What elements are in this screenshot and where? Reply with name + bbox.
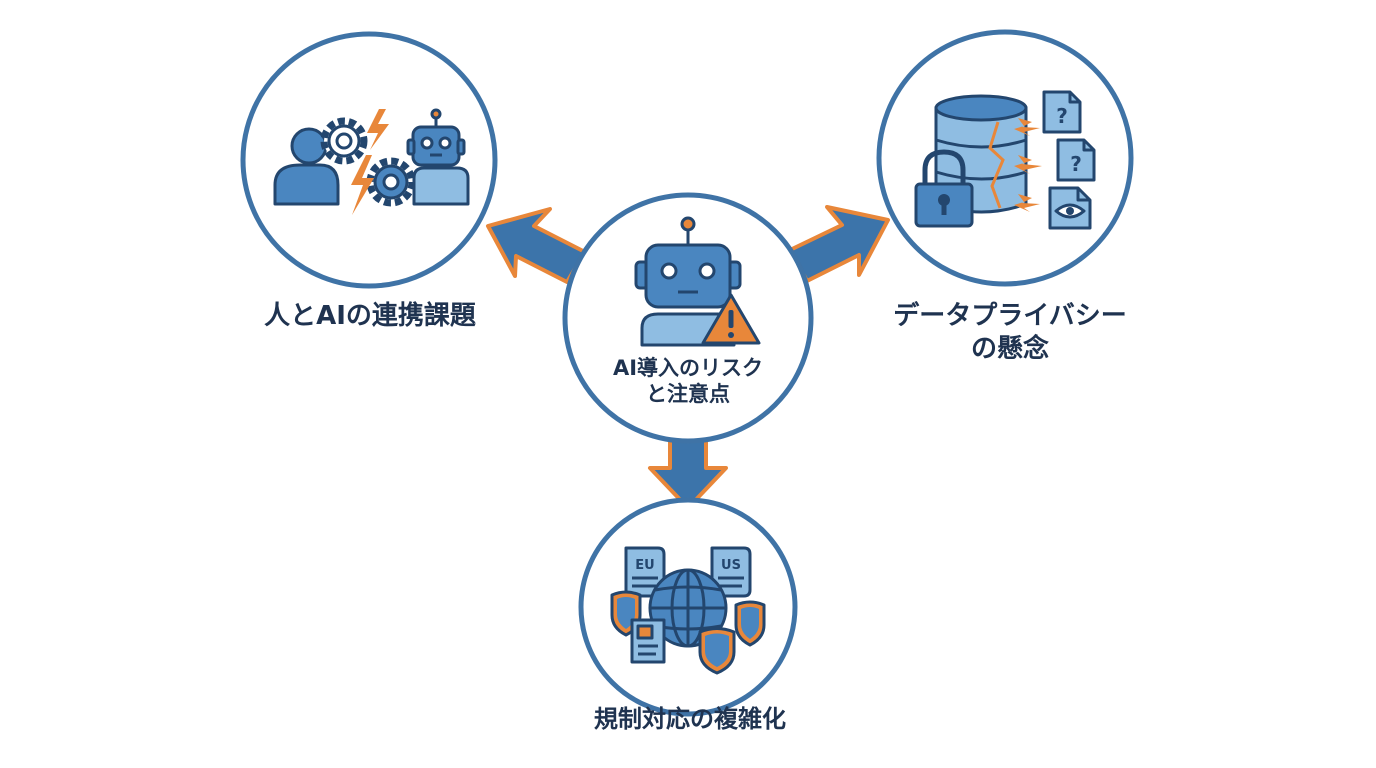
warning-icon	[701, 293, 761, 345]
shield-icon	[698, 627, 736, 675]
center-title-line2: と注意点	[646, 382, 730, 407]
bottom-title: 規制対応の複雑化	[520, 704, 860, 734]
lock-icon	[914, 149, 974, 228]
eye-document-icon	[1048, 186, 1092, 230]
robot-icon	[406, 108, 470, 206]
right-title-line1: データプライバシー	[893, 301, 1127, 331]
svg-text:?: ?	[1056, 104, 1068, 128]
bottom-title-text: 規制対応の複雑化	[594, 705, 786, 733]
question-document-icon: ?	[1042, 90, 1082, 134]
right-title-line2: の懸念	[970, 333, 1049, 364]
document-icon: US	[710, 546, 752, 598]
document-icon	[630, 618, 666, 664]
doc-label-eu: EU	[635, 558, 654, 573]
arrow-to-right	[788, 205, 890, 283]
question-document-icon: ?	[1056, 138, 1096, 182]
lightning-icon	[351, 109, 389, 215]
center-title: AI導入のリスク と注意点	[588, 355, 788, 408]
left-title: 人とAIの連携課題	[200, 300, 540, 333]
doc-label-us: US	[721, 558, 741, 573]
arrow-to-bottom	[648, 438, 728, 510]
arrow-to-left	[486, 207, 587, 284]
svg-text:?: ?	[1070, 152, 1082, 176]
gear-icon	[320, 117, 368, 165]
shield-icon	[734, 600, 766, 647]
document-icon: EU	[624, 546, 666, 598]
right-title: データプライバシー の懸念	[830, 300, 1190, 365]
center-title-line1: AI導入のリスク	[612, 356, 764, 380]
left-title-text: 人とAIの連携課題	[264, 301, 476, 331]
lightning-icon	[1014, 118, 1042, 212]
gear-icon	[366, 157, 416, 207]
